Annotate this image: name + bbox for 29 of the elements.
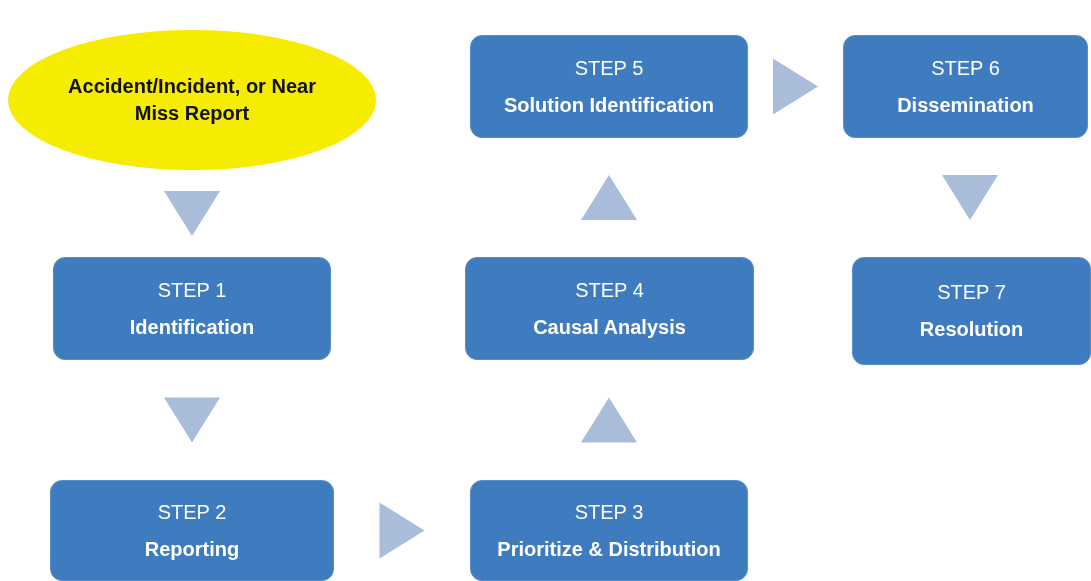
- step-number: STEP 1: [157, 278, 227, 302]
- step-title: Causal Analysis: [533, 315, 686, 339]
- arrow: [379, 502, 425, 559]
- step-box: [53, 257, 331, 360]
- start-ellipse: Accident/Incident, or Near Miss Report: [8, 30, 376, 170]
- step-number: STEP 6: [931, 56, 1000, 80]
- step-title: Dissemination: [897, 93, 1034, 117]
- step-number: STEP 2: [157, 500, 227, 524]
- step-number: STEP 4: [575, 278, 644, 302]
- arrow: [164, 397, 220, 443]
- step-number: STEP 3: [574, 500, 644, 524]
- step-number: STEP 5: [574, 56, 644, 80]
- arrow: [942, 175, 998, 220]
- step-box: [50, 480, 334, 581]
- step-box: [843, 35, 1088, 138]
- step-title: Solution Identification: [504, 93, 714, 117]
- step-box: [470, 480, 748, 581]
- step-box: [470, 35, 748, 138]
- arrow: [164, 191, 220, 236]
- arrow: [773, 58, 818, 115]
- step-number: STEP 7: [937, 281, 1006, 304]
- arrow: [581, 175, 637, 220]
- step-title: Reporting: [144, 537, 240, 561]
- step-box: [465, 257, 754, 360]
- arrow: [581, 397, 637, 443]
- step-box: [852, 257, 1091, 365]
- step-title: Prioritize & Distribution: [497, 537, 721, 561]
- step-title: Identification: [129, 315, 255, 339]
- step-title: Resolution: [919, 318, 1024, 341]
